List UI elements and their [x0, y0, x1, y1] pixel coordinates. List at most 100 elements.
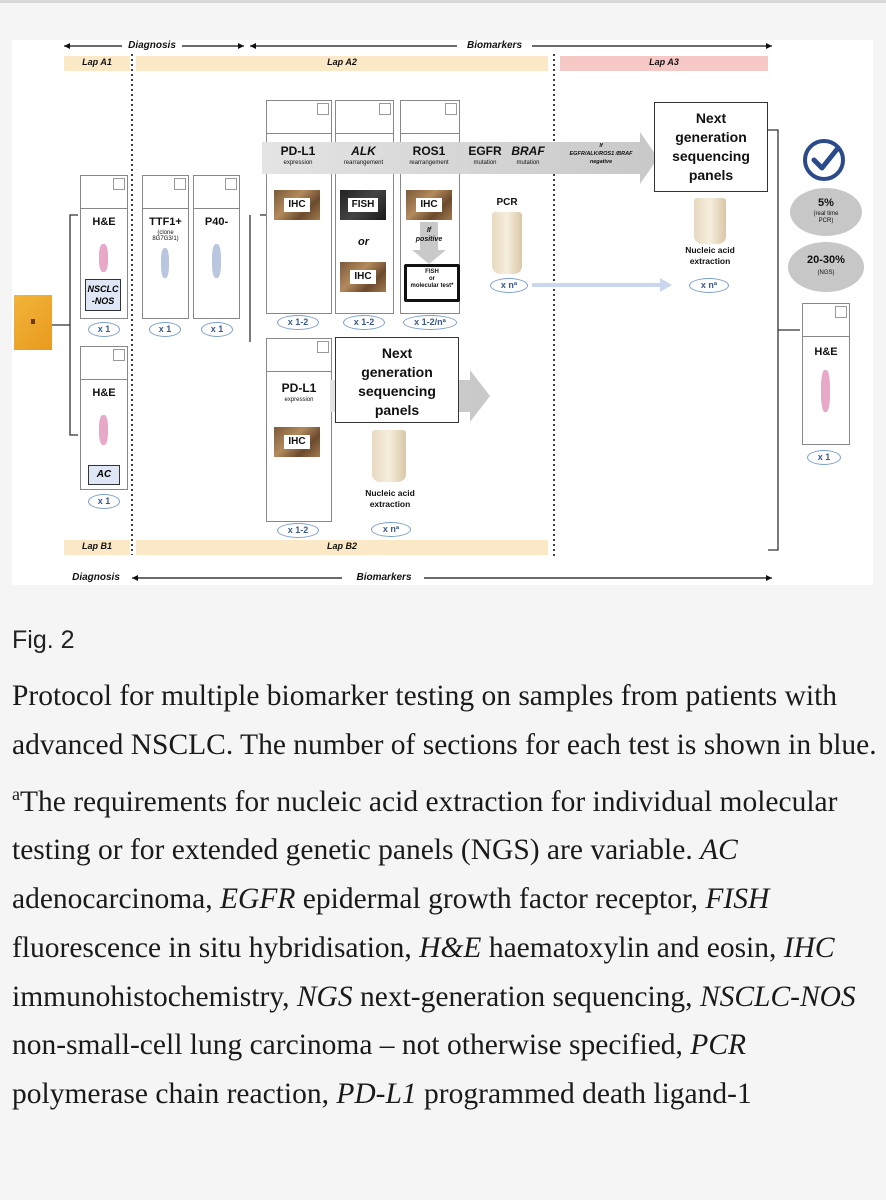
- ihc-label: IHC: [284, 198, 310, 212]
- bottom-biomarkers-label: Biomarkers: [356, 572, 412, 583]
- pct2030-label: 20-30%: [807, 254, 845, 266]
- section-count-pill: x 1-2: [277, 315, 319, 330]
- b2-arrowhead: [470, 370, 490, 422]
- pct5-label: 5%: [818, 197, 834, 209]
- if-positive-arrow: [412, 222, 446, 264]
- ihc-label: IHC: [416, 198, 442, 212]
- section-count-pill: x 1: [88, 494, 120, 509]
- ttf1-tissue-image: [161, 248, 169, 278]
- alk-label: ALK: [351, 144, 376, 158]
- or-label: or: [358, 236, 369, 248]
- he-slide-b: H&E AC: [80, 346, 128, 490]
- he-b-label: H&E: [92, 387, 116, 399]
- ros1-label: ROS1: [412, 144, 446, 158]
- section-count-pill: x nª: [371, 522, 411, 537]
- fish-molecular-label: FISH or molecular test*: [410, 269, 454, 289]
- test-row-arrowhead: [640, 132, 658, 184]
- fish-molecular-box: FISH or molecular test*: [404, 264, 460, 302]
- checkmark-icon: [803, 139, 845, 181]
- section-count-pill: x 1: [201, 322, 233, 337]
- lap-b1-label: Lap B1: [81, 541, 112, 551]
- test-row-band: [262, 142, 642, 174]
- section-count-pill: x 1: [149, 322, 181, 337]
- bottom-diagnosis-label: Diagnosis: [72, 572, 120, 583]
- section-count-pill: x 1-2/nª: [403, 315, 457, 330]
- ttf1-slide: TTF1+ (clone 8G7G3/1): [142, 175, 189, 319]
- he-tissue-image: [821, 370, 830, 412]
- figure-caption: Protocol for multiple biomarker testing …: [12, 672, 882, 1119]
- abbr-def: polymerase chain reaction,: [12, 1078, 329, 1111]
- lap-b2-band: Lap B2: [136, 540, 548, 555]
- abbr-def: fluorescence in situ hybridisation,: [12, 931, 412, 964]
- pdl1-sub-label: expression: [283, 160, 313, 166]
- braf-label: BRAF: [511, 144, 545, 158]
- ros1-sub-label: rearrangement: [409, 160, 449, 166]
- p40-slide: P40-: [193, 175, 240, 319]
- pdl1-b-label: PD-L1: [281, 381, 317, 395]
- pct5-ellipse: 5% (real time PCR): [790, 188, 862, 236]
- top-diagnosis-label: Diagnosis: [128, 40, 176, 51]
- ac-label: AC: [88, 465, 120, 485]
- abbr-def: non-small-cell lung carcinoma – not othe…: [12, 1029, 683, 1062]
- pdl1-label: PD-L1: [280, 144, 316, 158]
- he-right-label: H&E: [814, 346, 838, 358]
- lap-a2-label: Lap A2: [327, 57, 357, 67]
- p40-label: P40-: [204, 216, 229, 228]
- pdl1-b-sub-label: expression: [284, 397, 314, 403]
- caption-text-1: Protocol for multiple biomarker testing …: [12, 680, 877, 761]
- lap-a1-label: Lap A1: [82, 57, 112, 67]
- ttf1-label: TTF1+: [149, 216, 182, 228]
- if-negative-label: If EGFR/ALK/ROS1 /BRAF negative: [569, 143, 633, 165]
- section-count-pill: x nª: [490, 278, 528, 293]
- ihc-stain-image: IHC: [274, 427, 320, 457]
- ttf1-clone-label: (clone 8G7G3/1): [152, 230, 179, 242]
- abbr-term: FISH: [705, 883, 770, 916]
- abbr-term: IHC: [783, 931, 835, 964]
- abbr-def: programmed death ligand-1: [424, 1078, 752, 1111]
- pct2030-ellipse: 20-30% (NGS): [788, 242, 864, 292]
- ihc-stain-image: IHC: [406, 190, 452, 220]
- ngs-panels-label: Next generation sequencing panels: [672, 110, 750, 183]
- egfr-label: EGFR: [468, 144, 502, 158]
- he-slide-a: H&E NSCLC -NOS: [80, 175, 128, 319]
- section-count-pill: x 1-2: [277, 523, 319, 538]
- ihc-stain-image: IHC: [340, 262, 386, 292]
- ihc-label: IHC: [350, 270, 376, 284]
- abbr-term: PD-L1: [336, 1078, 417, 1111]
- nucleic-tube-image: [694, 198, 726, 244]
- section-count-pill: x nª: [689, 278, 729, 293]
- lap-a3-label: Lap A3: [649, 57, 679, 67]
- nucleic-b-label: Nucleic acid extraction: [365, 488, 415, 509]
- pct2030-sub-label: (NGS): [817, 270, 835, 276]
- abbr-term: NGS: [296, 980, 353, 1013]
- ihc-stain-image: IHC: [274, 190, 320, 220]
- abbr-term: NSCLC-NOS: [699, 980, 856, 1013]
- lap-b2-label: Lap B2: [326, 541, 357, 551]
- figure-lines: [40, 43, 800, 581]
- top-divider: [0, 0, 886, 3]
- nsclc-nos-label: NSCLC -NOS: [85, 279, 121, 311]
- abbr-def: epidermal growth factor receptor,: [302, 883, 699, 916]
- protocol-figure: Diagnosis Biomarkers Lap A1 Lap A2 Lap A…: [12, 40, 873, 585]
- caption-footnote-mark: a: [12, 783, 20, 804]
- he-tissue-image: [99, 244, 108, 272]
- section-count-pill: x 1: [88, 322, 120, 337]
- pcr-tube-image: [492, 212, 522, 274]
- lap-a3-band: Lap A3: [560, 56, 768, 71]
- braf-sub-label: mutation: [516, 160, 540, 166]
- he-a-label: H&E: [92, 216, 116, 228]
- abbr-term: AC: [700, 834, 738, 867]
- pcr-label: PCR: [496, 197, 518, 208]
- abbr-term: PCR: [690, 1029, 747, 1062]
- he-tissue-image: [99, 415, 108, 445]
- ngs-panels-b-label: Next generation sequencing panels: [358, 345, 436, 418]
- nucleic-label: Nucleic acid extraction: [685, 245, 735, 266]
- alk-sub-label: rearrangement: [343, 160, 384, 166]
- if-positive-label: If positive: [415, 227, 443, 243]
- pct5-sub-label: (real time PCR): [813, 211, 839, 224]
- lap-b1-band: Lap B1: [64, 540, 130, 555]
- tissue-block-image: [14, 295, 52, 350]
- abbr-def: adenocarcinoma,: [12, 883, 213, 916]
- abbr-def: haematoxylin and eosin,: [488, 931, 777, 964]
- section-count-pill: x 1: [807, 450, 841, 465]
